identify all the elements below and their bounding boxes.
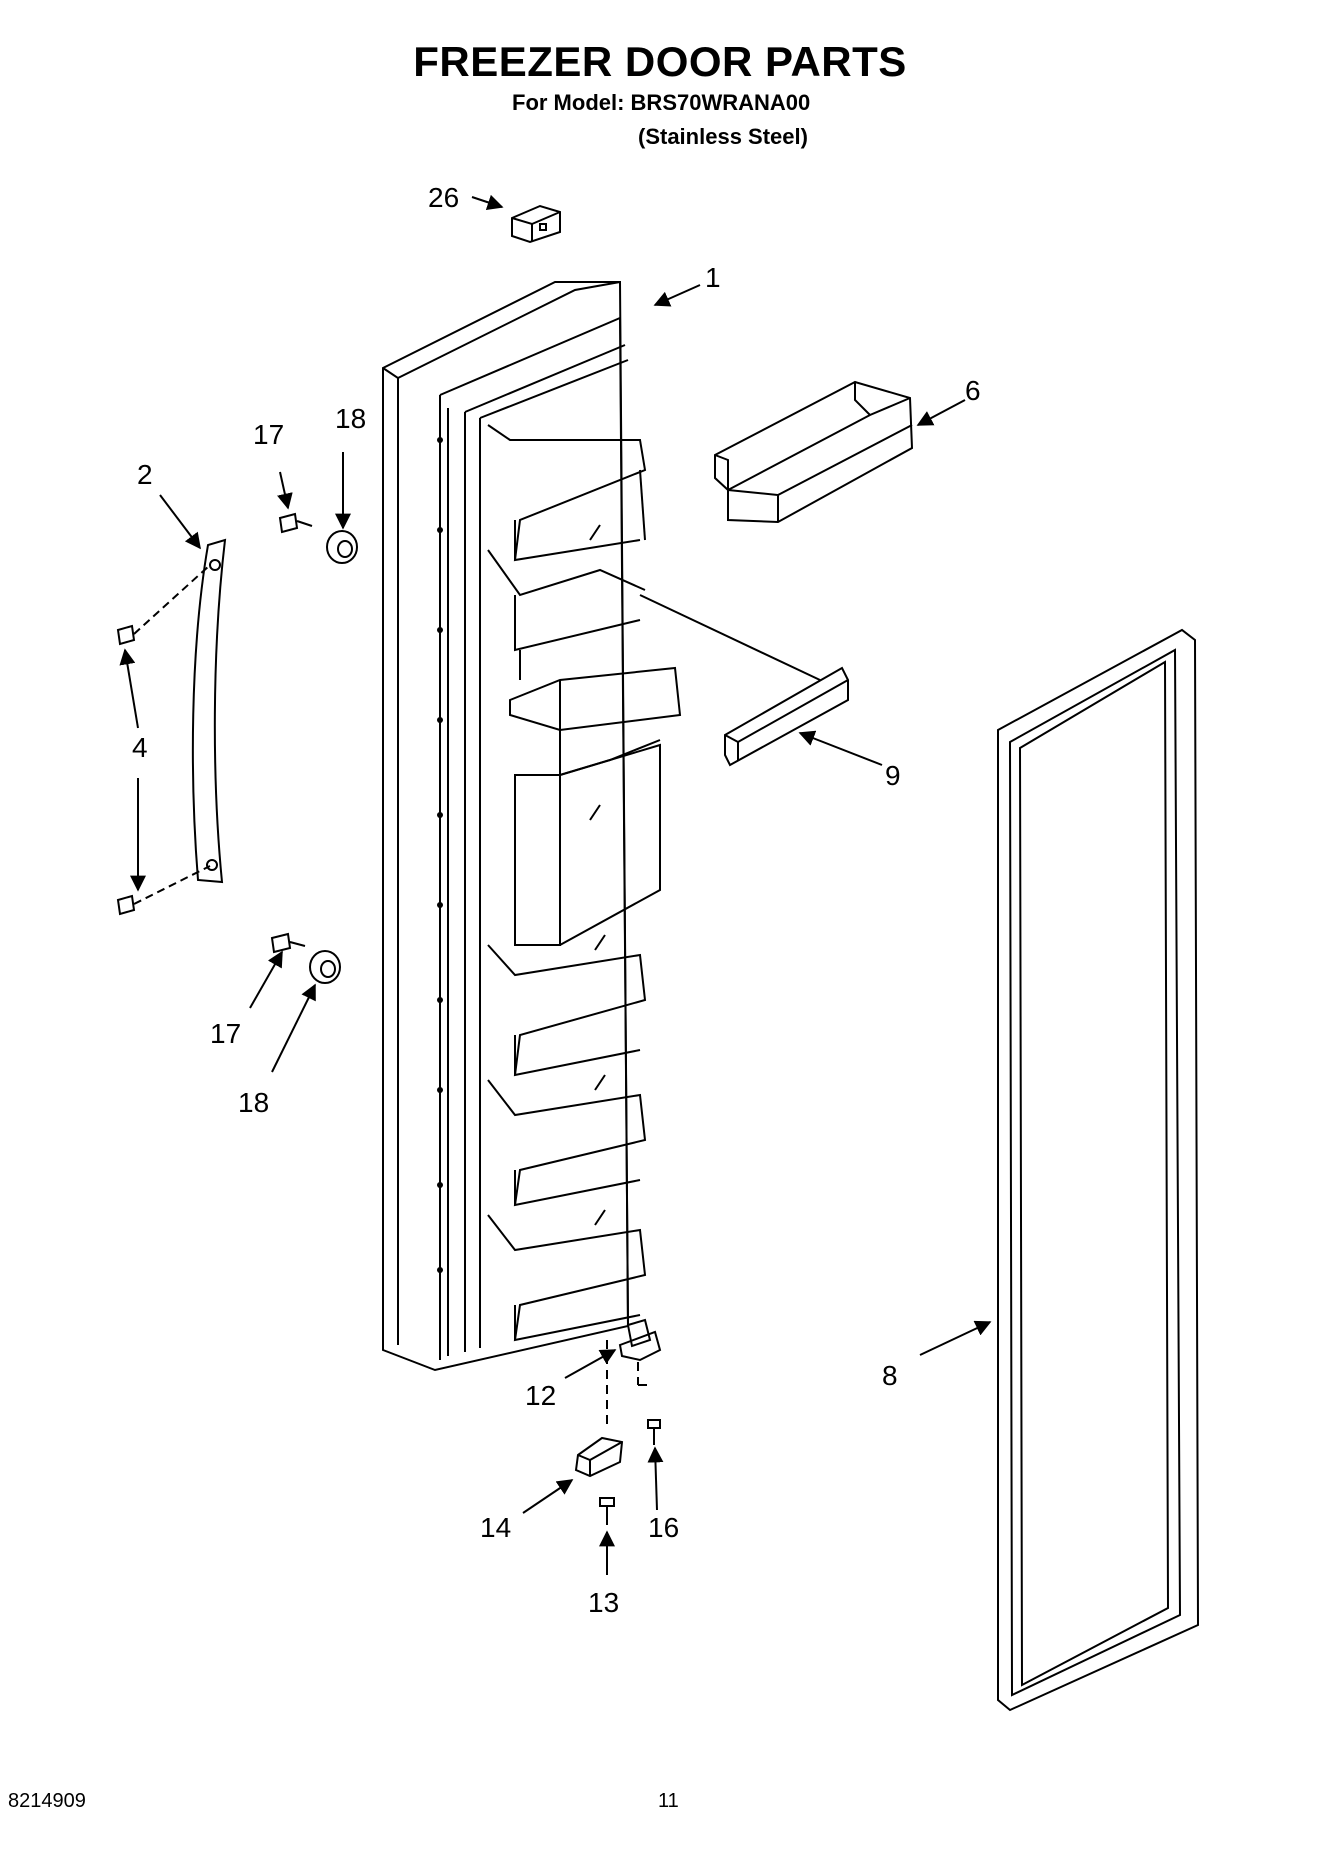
arrow-8 — [919, 1320, 992, 1356]
callout-4: 4 — [132, 732, 148, 763]
arrow-1 — [653, 284, 701, 307]
bottom-hinge — [618, 1318, 662, 1362]
arrow-4-up — [119, 648, 139, 729]
hinge-block — [574, 1436, 624, 1478]
page-number: 11 — [658, 1790, 679, 1812]
callout-17-bottom: 17 — [210, 1018, 241, 1049]
arrow-2 — [159, 494, 201, 550]
callout-18-top: 18 — [335, 403, 366, 434]
page-title: FREEZER DOOR PARTS — [413, 38, 907, 85]
handle-screw — [116, 624, 136, 916]
arrow-26 — [471, 194, 504, 211]
document-number: 8214909 — [8, 1790, 86, 1812]
finish-note: (Stainless Steel) — [638, 124, 808, 149]
leader-4b — [133, 865, 211, 905]
callout-26: 26 — [428, 182, 459, 213]
leader-9 — [639, 594, 821, 681]
callout-18-bottom: 18 — [238, 1087, 269, 1118]
arrow-18-bottom — [271, 983, 316, 1073]
door-handle — [191, 538, 227, 884]
callout-1: 1 — [705, 262, 721, 293]
arrow-14 — [522, 1479, 574, 1514]
model-line: For Model: BRS70WRANA00 — [512, 90, 811, 115]
callout-14: 14 — [480, 1512, 511, 1543]
dispenser-trim-strip — [724, 666, 849, 767]
callout-6: 6 — [965, 375, 981, 406]
top-hinge-cover — [511, 204, 561, 244]
handle-mount-screw — [270, 512, 313, 954]
handle-spacer — [309, 530, 358, 984]
arrow-6 — [916, 399, 966, 426]
arrow-12 — [564, 1349, 617, 1379]
hinge-screw — [599, 1419, 661, 1525]
arrow-17-top — [277, 471, 293, 510]
callout-8: 8 — [882, 1360, 898, 1391]
door-bin — [714, 380, 914, 524]
callout-12: 12 — [525, 1380, 556, 1411]
callout-13: 13 — [588, 1587, 619, 1618]
leader-4a — [133, 564, 211, 635]
door-gasket — [997, 628, 1200, 1712]
callout-16: 16 — [648, 1512, 679, 1543]
callout-17-top: 17 — [253, 419, 284, 450]
callout-9: 9 — [885, 760, 901, 791]
freezer-door — [382, 281, 682, 1372]
callout-2: 2 — [137, 459, 153, 490]
arrow-16 — [647, 1446, 664, 1511]
arrow-9 — [798, 730, 883, 766]
arrow-17-bottom — [249, 950, 283, 1009]
leader-16-axis — [637, 1362, 652, 1386]
